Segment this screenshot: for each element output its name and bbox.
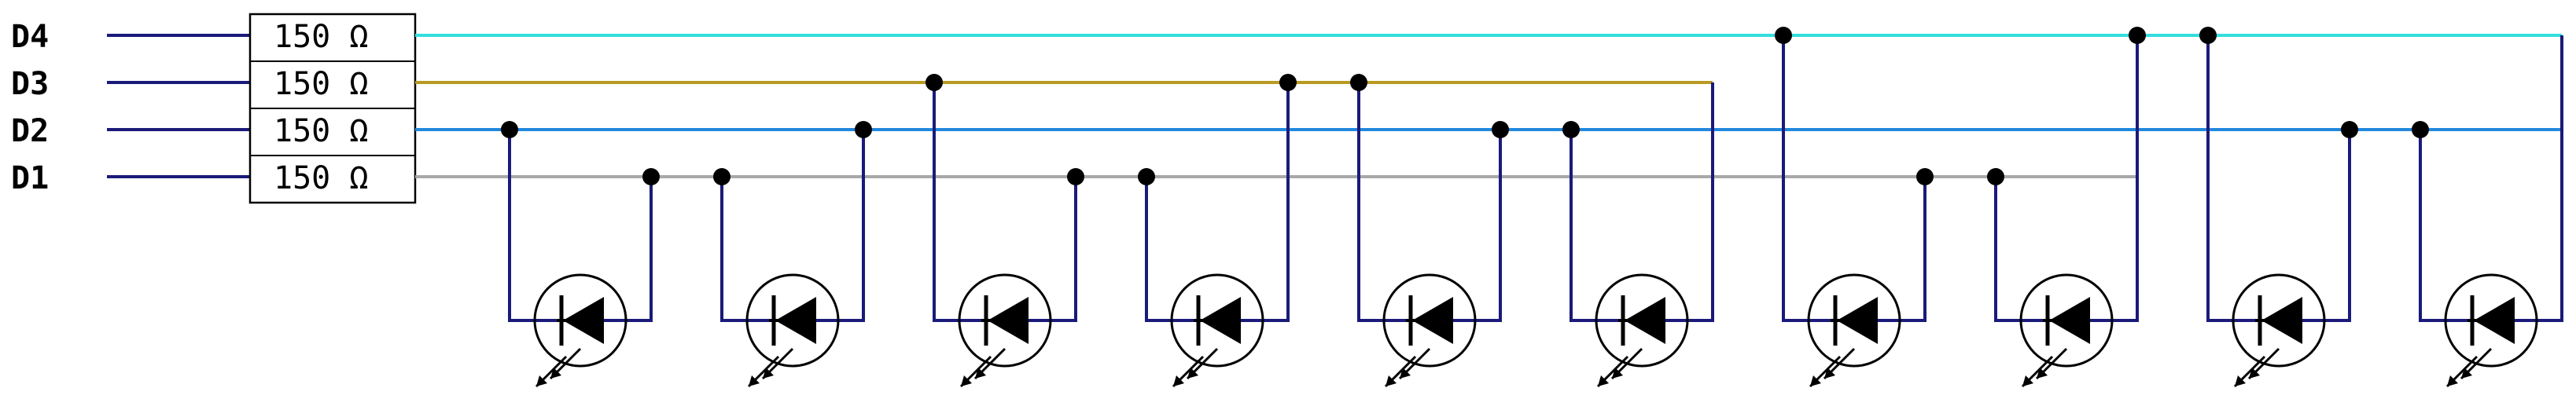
led-6-anode-wire [1570, 130, 1618, 322]
junction-dot [2199, 27, 2217, 44]
junction-dot [1916, 168, 1934, 185]
led-icon [745, 273, 840, 388]
led-7-cathode-wire [1878, 177, 1926, 322]
junction-dot [1138, 168, 1155, 185]
junction-dot [1350, 74, 1367, 91]
input-wires [107, 34, 250, 178]
pin-labels: D4 D3 D2 D1 [11, 19, 49, 196]
led-3-anode-wire [933, 82, 981, 322]
led-1-anode-wire [508, 130, 557, 322]
junction-dot [2129, 27, 2146, 44]
junction-dots [501, 27, 2429, 185]
led-2-cathode-wire [816, 130, 865, 322]
junction-dot [713, 168, 730, 185]
led-8-body [2019, 273, 2114, 368]
junction-dot [1279, 74, 1297, 91]
junction-dot [1067, 168, 1084, 185]
junction-dot [2412, 121, 2429, 138]
led-7-body [1807, 273, 1901, 368]
led-9-arrowhead-2 [2235, 375, 2246, 386]
led-2-arrowhead-2 [749, 375, 760, 386]
led-3-arrowhead-2 [961, 375, 972, 386]
led-1-arrowhead-2 [536, 375, 547, 386]
resistor-label-d4: 150 Ω [274, 19, 368, 55]
pin-label-d2: D2 [11, 113, 49, 149]
led-5-body [1382, 273, 1477, 368]
led-icon [1595, 273, 1689, 388]
resistor-icon: 150 Ω 150 Ω 150 Ω 150 Ω [248, 13, 417, 204]
led-icon [958, 273, 1052, 388]
resistor-label-d2: 150 Ω [274, 113, 368, 149]
pin-label-d4: D4 [11, 19, 49, 55]
junction-dot [855, 121, 872, 138]
led-icon [533, 273, 627, 388]
led-wires [508, 35, 2563, 322]
led-10-arrowhead-2 [2447, 375, 2458, 386]
led-6-cathode-wire [1665, 82, 1714, 322]
led-4-body [1170, 273, 1264, 368]
led-9-body [2232, 273, 2326, 368]
junction-dot [1492, 121, 1509, 138]
led-icon [1807, 273, 1901, 388]
led-4-arrowhead-2 [1173, 375, 1184, 386]
led-7-arrowhead-2 [1810, 375, 1821, 386]
led-4-cathode-wire [1241, 82, 1290, 322]
led-icon [2019, 273, 2114, 388]
bus-lines [415, 34, 2562, 178]
led-5-arrowhead-2 [1386, 375, 1397, 386]
junction-dot [1562, 121, 1580, 138]
junction-dot [1775, 27, 1792, 44]
led-6-arrowhead-2 [1598, 375, 1609, 386]
led-icon [1170, 273, 1264, 388]
junction-dot [2341, 121, 2358, 138]
junction-dot [1987, 168, 2004, 185]
led-icon [1382, 273, 1477, 388]
junction-dot [926, 74, 943, 91]
led-9-anode-wire [2206, 35, 2255, 322]
junction-dot [501, 121, 518, 138]
led-3-body [958, 273, 1052, 368]
pin-label-d1: D1 [11, 160, 49, 196]
led-5-cathode-wire [1453, 130, 1502, 322]
led-3-cathode-wire [1029, 177, 1077, 322]
led-10-anode-wire [2419, 130, 2467, 322]
led-10-cathode-wire [2515, 35, 2563, 322]
led-2-anode-wire [720, 177, 769, 322]
led-8-arrowhead-2 [2022, 375, 2033, 386]
led-9-cathode-wire [2302, 130, 2351, 322]
led-6-body [1595, 273, 1689, 368]
led-1-body [533, 273, 627, 368]
led-10-body [2444, 273, 2538, 368]
led-icon [2232, 273, 2326, 388]
led-icon [2444, 273, 2538, 388]
led-8-cathode-wire [2090, 35, 2139, 322]
led-4-anode-wire [1145, 177, 1194, 322]
led-5-anode-wire [1357, 82, 1406, 322]
led-symbols [533, 273, 2538, 388]
led-7-anode-wire [1782, 35, 1831, 322]
junction-dot [642, 168, 660, 185]
led-2-body [745, 273, 840, 368]
resistor-label-d3: 150 Ω [274, 66, 368, 102]
resistor-label-d1: 150 Ω [274, 160, 368, 196]
led-1-cathode-wire [604, 177, 653, 322]
pin-label-d3: D3 [11, 66, 49, 102]
led-8-anode-wire [1994, 177, 2043, 322]
